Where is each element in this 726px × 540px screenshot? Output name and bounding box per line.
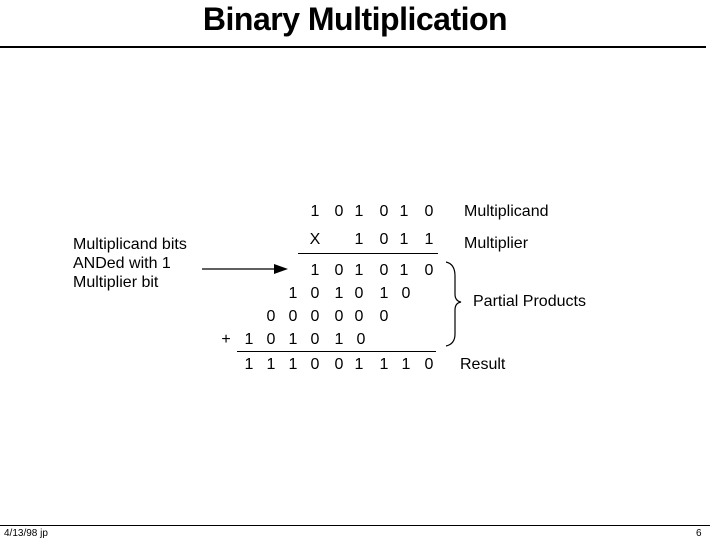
digit: 1 [266,356,276,373]
digit: 0 [334,356,344,373]
digit: 1 [379,356,389,373]
digit: 0 [424,203,434,220]
digit: 1 [424,231,434,248]
digit: 1 [354,262,364,279]
partial-products-brace [445,261,462,347]
digit: 1 [288,356,298,373]
arrow-head-icon [274,264,288,274]
multiplier-underline [298,253,438,254]
digit: 1 [399,231,409,248]
note-line-1: Multiplicand bits [73,236,187,253]
digit: 0 [334,262,344,279]
digit: 0 [379,262,389,279]
digit: 1 [244,331,254,348]
digit: 0 [379,203,389,220]
page-title: Binary Multiplication [202,1,508,37]
digit: 0 [354,285,364,302]
multiplicand-label: Multiplicand [464,203,549,220]
digit: 1 [288,285,298,302]
digit: 0 [424,262,434,279]
digit: 0 [288,308,298,325]
digit: 1 [334,285,344,302]
digit: 1 [399,262,409,279]
digit: 1 [379,285,389,302]
result-label: Result [460,356,506,373]
digit: 1 [334,331,344,348]
digit: 0 [310,356,320,373]
digit: 1 [310,203,320,220]
partial-products-label: Partial Products [473,293,586,310]
multiplier-label: Multiplier [464,235,529,252]
anding-note: Multiplicand bits ANDed with 1 Multiplie… [73,235,187,292]
digit: 1 [354,231,364,248]
plus-sign: + [221,331,231,348]
digit: 0 [334,308,344,325]
digit: 0 [266,308,276,325]
digit: 0 [354,308,364,325]
footer-divider [0,525,710,526]
digit: 0 [310,331,320,348]
title-divider [0,46,706,48]
digit: 0 [334,203,344,220]
digit: 1 [399,203,409,220]
digit: 0 [266,331,276,348]
digit: 1 [288,331,298,348]
digit: 1 [354,356,364,373]
digit: 0 [379,231,389,248]
digit: 1 [310,262,320,279]
digit: 0 [401,285,411,302]
digit: 0 [424,356,434,373]
digit: 1 [354,203,364,220]
digit: 0 [310,285,320,302]
page-number: 6 [696,528,702,539]
digit: 0 [356,331,366,348]
sum-underline [237,351,436,352]
multiply-sign: X [309,231,321,248]
note-line-2: ANDed with 1 [73,255,171,272]
digit: 1 [401,356,411,373]
digit: 0 [379,308,389,325]
digit: 0 [310,308,320,325]
footer-date: 4/13/98 jp [4,528,48,539]
digit: 1 [244,356,254,373]
note-line-3: Multiplier bit [73,274,159,291]
